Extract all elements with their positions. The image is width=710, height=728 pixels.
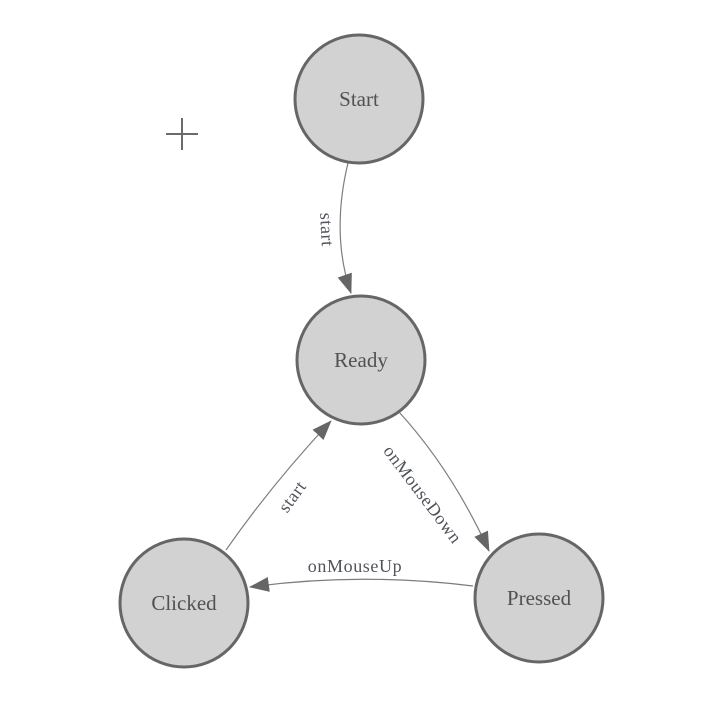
state-node-pressed[interactable]: Pressed — [473, 532, 605, 664]
transition-start-to-ready[interactable]: start — [316, 162, 352, 294]
origin-crosshair-icon — [166, 118, 198, 150]
state-circle[interactable] — [473, 532, 605, 664]
edge-path[interactable] — [337, 162, 352, 294]
state-circle[interactable] — [118, 537, 250, 669]
state-label: Ready — [334, 348, 388, 372]
state-circle[interactable] — [293, 33, 425, 165]
state-label: Clicked — [151, 591, 217, 615]
transition-label: start — [316, 212, 338, 247]
state-label: Pressed — [507, 586, 572, 610]
state-node-start[interactable]: Start — [293, 33, 425, 165]
state-node-clicked[interactable]: Clicked — [118, 537, 250, 669]
edge-path[interactable] — [225, 420, 332, 551]
transition-label: onMouseUp — [308, 556, 402, 576]
transition-ready-to-pressed[interactable]: onMouseDown — [379, 411, 490, 552]
transition-label: onMouseDown — [379, 441, 466, 547]
state-node-ready[interactable]: Ready — [295, 294, 427, 426]
transition-clicked-to-ready[interactable]: start — [225, 420, 332, 551]
edge-path[interactable] — [398, 411, 490, 552]
edge-path[interactable] — [249, 577, 474, 592]
state-label: Start — [339, 87, 379, 111]
transition-pressed-to-clicked[interactable]: onMouseUp — [249, 556, 474, 592]
state-circle[interactable] — [295, 294, 427, 426]
transition-label: start — [274, 477, 310, 516]
